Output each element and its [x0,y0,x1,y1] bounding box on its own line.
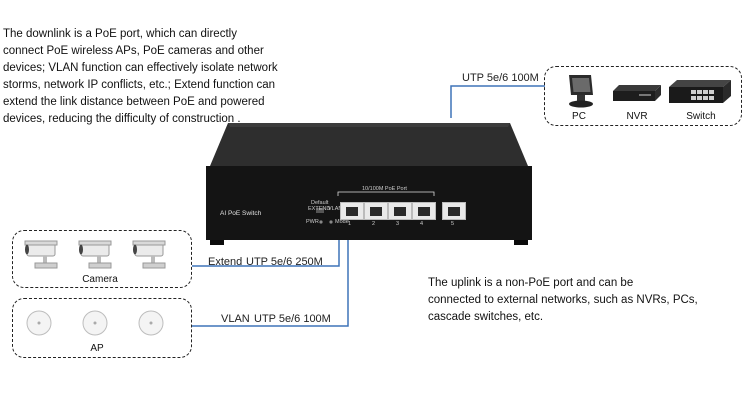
downlink-line: extend the link distance between PoE and… [3,96,265,108]
mode-extend-label: EXTEND [308,206,331,212]
vlan-cable [192,215,349,327]
nvr-icon [613,85,661,101]
ap-label: AP [90,343,104,354]
poe-port-3[interactable] [388,202,412,220]
ap-box: AP [12,298,192,358]
ap-icon [26,310,52,336]
mode-default-label: Default [311,200,329,206]
brand-label: AI PoE Switch [220,210,262,217]
vlan-cable-label: UTP 5e/6 100M [254,313,331,325]
pc-label: PC [572,111,586,122]
uplink-line: connected to external networks, such as … [428,294,698,306]
uplink-devices-box: PC NVR Switch [544,66,742,126]
uplink-description: The uplink is a non-PoE port and can be … [428,275,738,326]
extend-label: Extend [208,256,243,268]
downlink-description: The downlink is a PoE port, which can di… [3,26,303,128]
port-number-5: 5 [451,221,455,227]
uplink-cable-label: UTP 5e/6 100M [462,72,539,84]
poe-switch-device: AI PoE Switch 10/100M PoE Port Default E… [198,118,540,248]
nvr-label: NVR [626,111,648,122]
uplink-line: The uplink is a non-PoE port and can be [428,277,634,289]
downlink-line: connect PoE wireless APs, PoE cameras an… [3,45,264,57]
downlink-line: storms, network IP conflicts, etc.; Exte… [3,79,276,91]
downlink-line: The downlink is a PoE port, which can di… [3,28,237,40]
port-number-1: 1 [348,221,352,227]
uplink-line: cascade switches, etc. [428,311,544,323]
switch-label: Switch [686,111,716,122]
ap-icon [138,310,164,336]
vlan-label: VLAN [221,313,250,325]
switch-body [206,123,532,245]
poe-port-2[interactable] [364,202,388,220]
downlink-line: devices, reducing the difficulty of cons… [3,113,241,125]
switch-icon [669,80,731,103]
camera-icon [132,240,166,269]
poe-port-1[interactable] [340,202,364,220]
camera-icon [24,240,58,269]
pc-icon [569,75,593,108]
camera-icon [78,240,112,269]
camera-label: Camera [82,274,118,285]
downlink-line: devices; VLAN function can effectively i… [3,62,278,74]
uplink-cable [450,85,545,118]
poe-port-4[interactable] [412,202,436,220]
uplink-port[interactable] [442,202,466,220]
port-number-4: 4 [420,221,424,227]
poe-port-label: 10/100M PoE Port [362,186,407,192]
extend-cable-label: UTP 5e/6 250M [246,256,323,268]
port-number-3: 3 [396,221,400,227]
ap-icon [82,310,108,336]
mode-vlan-label: VLAN [328,206,343,212]
mode-led-label: Mode [335,219,349,225]
port-number-2: 2 [372,221,376,227]
pwr-led-label: PWR [306,219,319,225]
camera-box: Camera [12,230,192,288]
